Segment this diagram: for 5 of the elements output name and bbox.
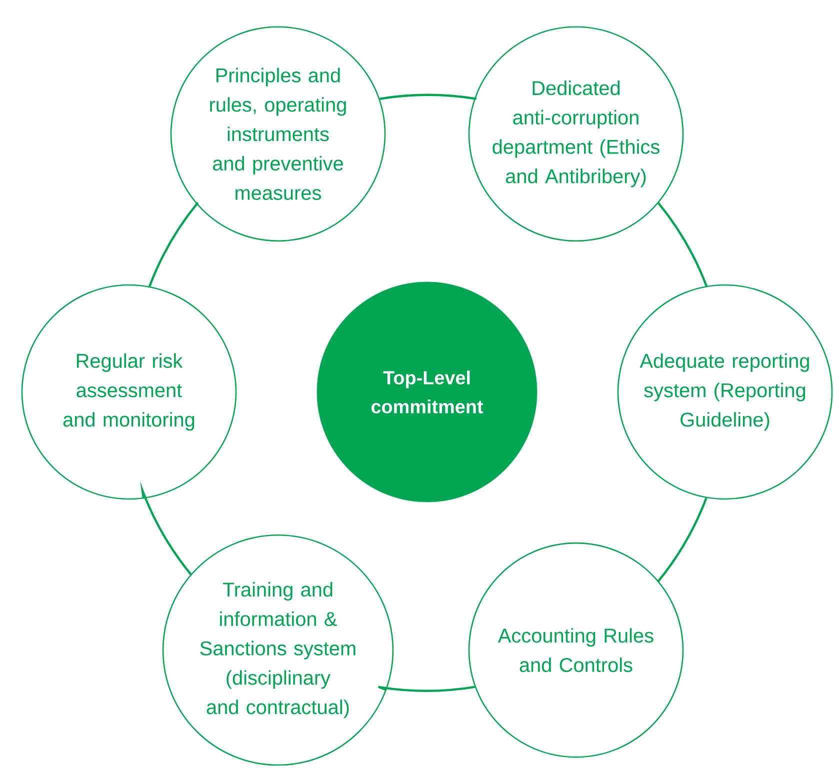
ring-arc xyxy=(377,686,475,692)
ring-arc xyxy=(148,202,199,287)
ring-arc xyxy=(656,498,708,583)
ring-arc xyxy=(380,94,478,100)
ring-arc xyxy=(658,202,708,288)
